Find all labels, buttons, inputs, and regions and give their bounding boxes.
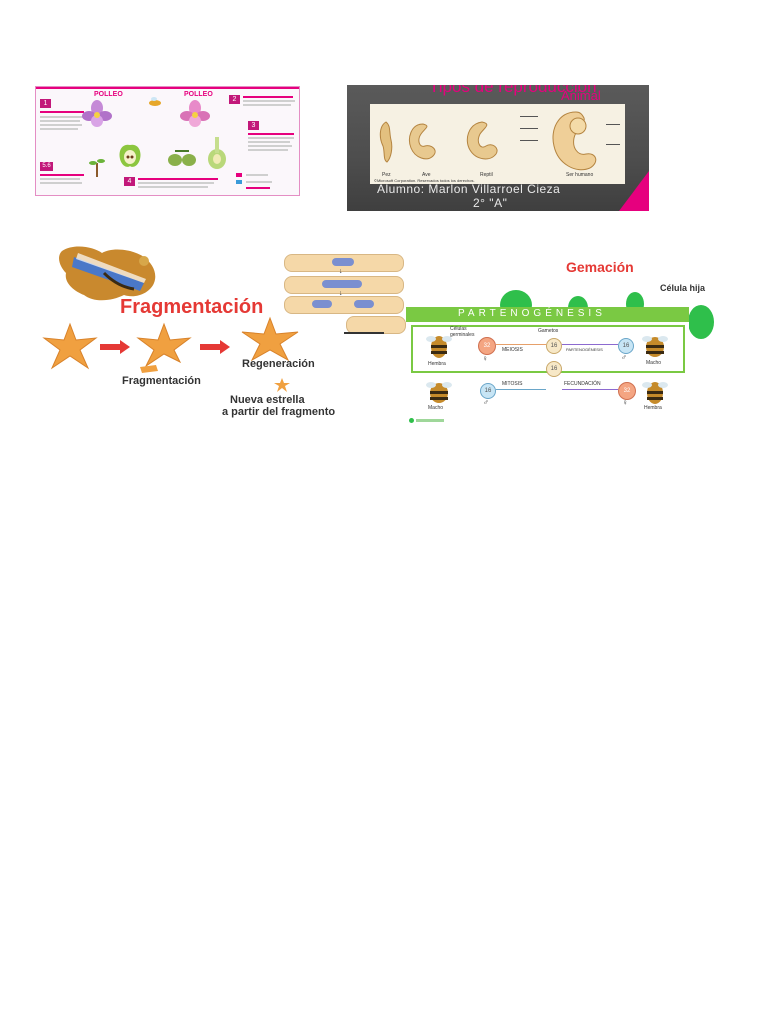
female-symbol-top: ♀ <box>482 354 488 363</box>
female-bottom-label: Hembra <box>644 405 662 411</box>
stage-reptile: Reptil <box>480 172 493 178</box>
label-new-star-1: Nueva estrella <box>230 394 305 406</box>
corner-triangle <box>619 171 649 211</box>
arrow-1-icon <box>100 340 130 354</box>
starfish-2-icon <box>136 322 192 368</box>
circle-32: 32 <box>478 337 496 355</box>
pistil-icon <box>208 137 226 169</box>
bud-4 <box>688 305 714 339</box>
student-name: Alumno: Marlon Villarroel Cieza <box>377 182 561 196</box>
step-3-badge: 3 <box>248 121 259 130</box>
fragment-piece-icon <box>140 365 158 373</box>
small-starfish-icon <box>274 378 290 392</box>
step-4-badge: 4 <box>124 177 135 186</box>
partenogenesis-title: PARTENOGÉNESIS <box>458 308 606 319</box>
reptile-embryo-icon <box>466 121 498 160</box>
embryo-slide: Tipos de reproducción Animal Pez Ave Rep… <box>347 85 649 211</box>
human-embryo-icon <box>552 111 597 171</box>
circle-16-c: 16 <box>546 361 562 377</box>
cell-division-image: ↓ ↓ <box>282 250 408 336</box>
label-fragmentation: Fragmentación <box>122 375 201 387</box>
flower-left-icon <box>82 100 112 127</box>
bee-female-top-icon <box>426 336 452 358</box>
circle-16-b: 16 <box>618 338 634 354</box>
mitosis-label: MITOSIS <box>502 381 523 387</box>
fragmentation-collage-image <box>54 243 160 303</box>
parthenogenesis-label: PARTENOGÉNESIS <box>566 347 603 352</box>
circle-16-a: 16 <box>546 338 562 354</box>
fragmentation-title: Fragmentación <box>120 296 264 318</box>
parthenogenesis-diagram: PARTENOGÉNESIS Hembra Células germinales… <box>406 307 689 415</box>
meiosis-label: MEIOSIS <box>502 347 523 353</box>
fish-embryo-icon <box>379 121 393 163</box>
gametes-label: Gametos <box>538 328 559 334</box>
brand-right: POLLEO <box>184 91 213 98</box>
gemacion-title: Gemación <box>566 259 634 275</box>
circle-32-b: 32 <box>618 382 636 400</box>
circle-16-d: 16 <box>480 383 496 399</box>
student-grade: 2° "A" <box>473 196 508 210</box>
flower-right-icon <box>180 100 210 127</box>
male-top-label: Macho <box>646 360 662 366</box>
bee-icon <box>149 97 161 106</box>
brand-left: POLLEO <box>94 91 123 98</box>
starfish-1-icon <box>42 322 98 370</box>
fecundation-label: FECUNDACIÓN <box>564 381 601 387</box>
step-5-badge: 5.6 <box>40 162 53 171</box>
pollination-image: 1 5.6 POLLEO POLLEO 2 3 <box>35 86 300 196</box>
olives-icon <box>168 150 196 166</box>
germ-cells-label: Células germinales <box>450 326 475 338</box>
apple-icon <box>119 144 141 167</box>
male-bottom-label: Macho <box>428 405 444 411</box>
label-new-star-2: a partir del fragmento <box>222 406 336 418</box>
male-symbol-bottom: ♂ <box>483 398 489 407</box>
stage-bird: Ave <box>422 172 431 178</box>
female-top-label: Hembra <box>428 361 446 367</box>
step-1-badge: 1 <box>40 99 51 108</box>
bee-male-top-icon <box>642 336 668 357</box>
slide-subtitle: Animal <box>561 88 601 103</box>
starfish-3-icon <box>241 316 299 362</box>
label-regeneration: Regeneración <box>242 358 315 370</box>
stage-fish: Pez <box>382 172 391 178</box>
female-symbol-bottom: ♀ <box>622 398 628 407</box>
bee-male-bottom-icon <box>426 382 452 403</box>
daughter-cell-label: Célula hija <box>660 283 706 293</box>
embryo-photo: Pez Ave Reptil Ser humano ©Microsoft Cor… <box>370 104 625 184</box>
step-2-badge: 2 <box>229 95 240 104</box>
male-symbol-top: ♂ <box>621 353 627 362</box>
sprout-icon <box>89 159 105 177</box>
stage-human: Ser humano <box>566 172 594 178</box>
embryo-copyright: ©Microsoft Corporation. Reservados todos… <box>374 178 475 183</box>
bee-female-bottom-icon <box>642 382 668 404</box>
bird-embryo-icon <box>409 123 436 160</box>
small-logo <box>409 418 414 423</box>
slide-title: Tipos de reproducción <box>429 85 597 96</box>
arrow-2-icon <box>200 340 230 354</box>
